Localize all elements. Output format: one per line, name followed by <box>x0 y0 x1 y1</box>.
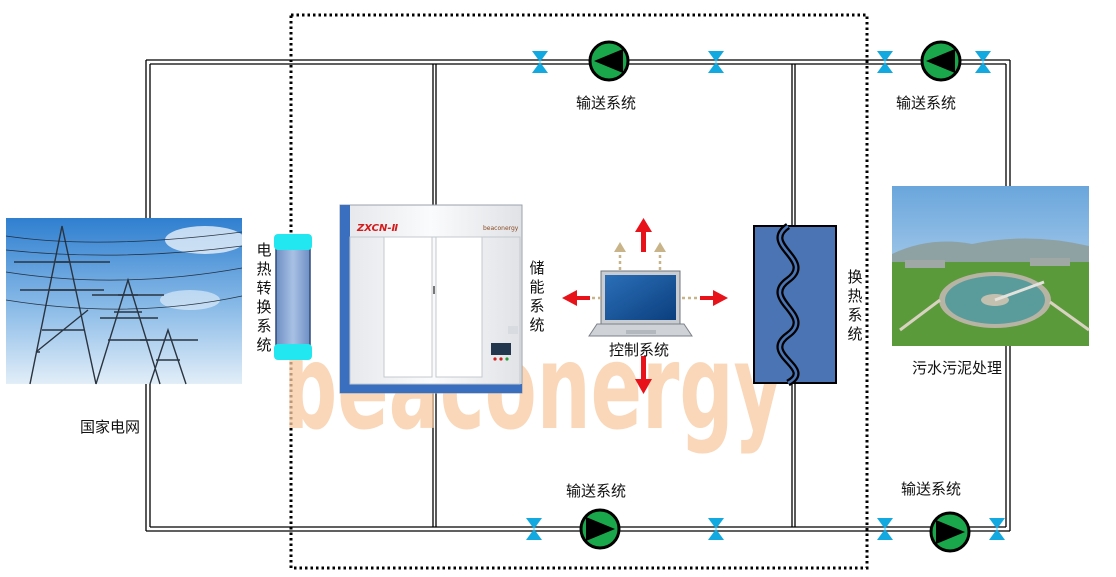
power-grid-image <box>5 218 245 385</box>
sewage-plant-image <box>892 186 1090 346</box>
label-sewage: 污水污泥处理 <box>912 359 1003 377</box>
valve-icon <box>975 51 991 73</box>
storage-cabinet: ZXCN-Ⅱ beaconergy <box>339 204 523 394</box>
circulation-pump-icon <box>588 40 630 82</box>
dashed-arrows <box>592 242 698 300</box>
red-arrows <box>562 218 728 394</box>
label-conveying-bottom-right: 输送系统 <box>901 480 962 498</box>
valve-icon <box>877 518 893 540</box>
label-heat-exchange: 换热系统 <box>847 268 863 343</box>
valve-icon <box>532 51 548 73</box>
circulation-pump-icon <box>579 508 621 550</box>
valve-icon <box>708 518 724 540</box>
label-heat-conversion: 电热转换系统 <box>256 241 272 354</box>
valve-icon <box>708 51 724 73</box>
label-conveying-top-mid: 输送系统 <box>576 94 637 112</box>
label-conveying-bottom-mid: 输送系统 <box>566 482 627 500</box>
valve-icon <box>877 51 893 73</box>
label-conveying-top-right: 输送系统 <box>896 94 957 112</box>
cabinet-brand-label: beaconergy <box>483 225 519 232</box>
heat-exchanger <box>753 223 837 387</box>
laptop-icon <box>588 270 693 337</box>
heater-element <box>274 234 312 360</box>
label-grid: 国家电网 <box>80 418 141 436</box>
circulation-pump-icon <box>920 40 962 82</box>
circulation-pump-icon <box>929 511 971 553</box>
label-storage: 储能系统 <box>529 259 545 334</box>
valve-icon <box>526 518 542 540</box>
valve-icon <box>989 518 1005 540</box>
label-control: 控制系统 <box>609 341 670 359</box>
cabinet-model-label: ZXCN-Ⅱ <box>356 223 398 234</box>
